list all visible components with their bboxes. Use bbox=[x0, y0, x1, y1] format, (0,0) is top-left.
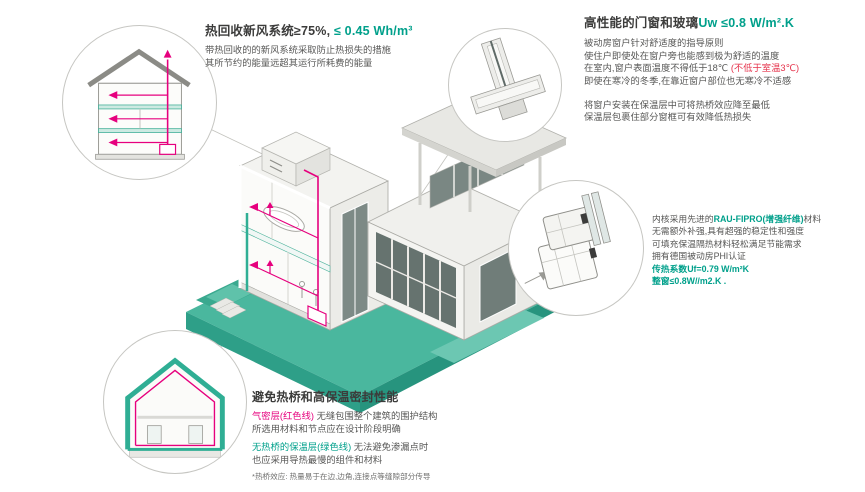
windows-body-line: 被动房窗户针对舒适度的指导原则 bbox=[584, 38, 724, 48]
profile-line1-post: 材料 bbox=[803, 214, 822, 224]
airtight-layer-text: 无缝包围整个建筑的围护结构 bbox=[313, 411, 438, 421]
airtight-layer-red-line bbox=[134, 369, 216, 447]
section-thermal-bridge: 避免热桥和高保温密封性能 气密层(红色线) 无缝包围整个建筑的围护结构 所选用材… bbox=[252, 388, 562, 482]
windows-body-line: 将窗户安装在保温层中可将热桥效应降至最低 bbox=[584, 99, 770, 110]
profile-line: 拥有德国被动房PHI认证 bbox=[652, 251, 746, 262]
thermal-bridge-line: 也应采用导热最慢的组件和材料 bbox=[252, 454, 383, 465]
thermal-envelope-drawing bbox=[125, 357, 225, 458]
callout-thermal-envelope-diagram bbox=[103, 330, 247, 474]
roof-bulkhead bbox=[261, 131, 331, 187]
callout-heat-recovery-diagram bbox=[62, 25, 217, 180]
windows-body-line: 保温层包裹住部分窗框可有效降低热损失 bbox=[584, 112, 752, 123]
heat-recovery-body-line: 其所节约的能量远超其运行所耗费的能量 bbox=[205, 57, 373, 68]
window-corner-drawing bbox=[470, 37, 546, 121]
insulation-layer-text: 无法避免渗漏点时 bbox=[351, 442, 429, 453]
profile-uw-value: 整窗≤0.8W//m2.K . bbox=[652, 276, 727, 287]
windows-title: 高性能的门窗和玻璃Uw ≤0.8 W/m².K bbox=[584, 12, 862, 31]
profile-uf-value: 传热系数Uf=0.79 W/m²K bbox=[652, 263, 750, 274]
windows-temp-text: 在室内,窗户表面温度不得低于18℃ bbox=[584, 63, 731, 74]
window-profile-drawing bbox=[524, 191, 611, 290]
windows-title-text: 高性能的门窗和玻璃 bbox=[584, 16, 699, 30]
profile-line: 内核采用先进的RAU-FIPRO(增强纤维)材料 bbox=[652, 213, 864, 225]
profile-material-name: RAU-FIPRO(增强纤维) bbox=[713, 214, 804, 224]
windows-body-line: 在室内,窗户表面温度不得低于18℃ (不低于室温3℃) bbox=[584, 62, 862, 75]
thermal-bridge-title: 避免热桥和高保温密封性能 bbox=[252, 390, 399, 404]
callout-window-profile-detail bbox=[508, 180, 644, 316]
windows-body-line: 即使在寒冷的冬季,在靠近窗户部位也无寒冷不适感 bbox=[584, 75, 792, 86]
thermal-bridge-footnote: *热桥效应: 热量易于在边,边角,连接点等缝隙部分传导 bbox=[252, 471, 431, 481]
insulation-layer-green-line bbox=[125, 357, 225, 450]
ventilation-ducts bbox=[249, 169, 327, 327]
airtight-layer-label: 气密层(红色线) bbox=[252, 411, 314, 421]
hrv-unit bbox=[307, 305, 327, 327]
profile-line: 可填充保温隔热材料轻松满足节能需求 bbox=[652, 238, 802, 249]
windows-body-line: 使住户即使处在窗户旁也能感到极为舒适的温度 bbox=[584, 50, 780, 61]
heat-recovery-section-drawing bbox=[87, 48, 191, 160]
heat-recovery-body-line: 带热回收的的新风系统采取防止热损失的措施 bbox=[205, 45, 391, 55]
section-heat-recovery: 热回收新风系统≥75%, ≤ 0.45 Wh/m³ 带热回收的的新风系统采取防止… bbox=[205, 20, 475, 69]
house-right-wing bbox=[367, 179, 549, 341]
insulation-layer-label: 无热桥的保温层(绿色线) bbox=[252, 442, 352, 453]
profile-line: 无需额外补强,具有超强的稳定性和强度 bbox=[652, 226, 804, 237]
thermal-bridge-line: 气密层(红色线) 无缝包围整个建筑的围护结构 bbox=[252, 410, 562, 423]
windows-temp-note: (不低于室温3℃) bbox=[730, 63, 800, 74]
garden-steps bbox=[209, 297, 247, 319]
profile-line1-pre: 内核采用先进的 bbox=[652, 214, 714, 224]
section-window-profile: 内核采用先进的RAU-FIPRO(增强纤维)材料 无需额外补强,具有超强的稳定性… bbox=[652, 213, 864, 288]
windows-title-value: Uw ≤0.8 W/m².K bbox=[698, 16, 795, 30]
heat-recovery-title: 热回收新风系统≥75%, ≤ 0.45 Wh/m³ bbox=[205, 20, 475, 39]
section-windows-glass: 高性能的门窗和玻璃Uw ≤0.8 W/m².K 被动房窗户针对舒适度的指导原则 … bbox=[584, 12, 862, 124]
heat-recovery-title-text: 热回收新风系统≥75%, bbox=[205, 24, 331, 38]
heat-recovery-title-value: ≤ 0.45 Wh/m³ bbox=[330, 24, 413, 38]
terrace-path bbox=[430, 308, 544, 363]
thermal-bridge-line: 无热桥的保温层(绿色线) 无法避免渗漏点时 bbox=[252, 441, 562, 454]
callout-window-corner-detail bbox=[448, 28, 562, 142]
thermal-bridge-line: 所选用材料和节点应在设计阶段明确 bbox=[252, 423, 401, 434]
